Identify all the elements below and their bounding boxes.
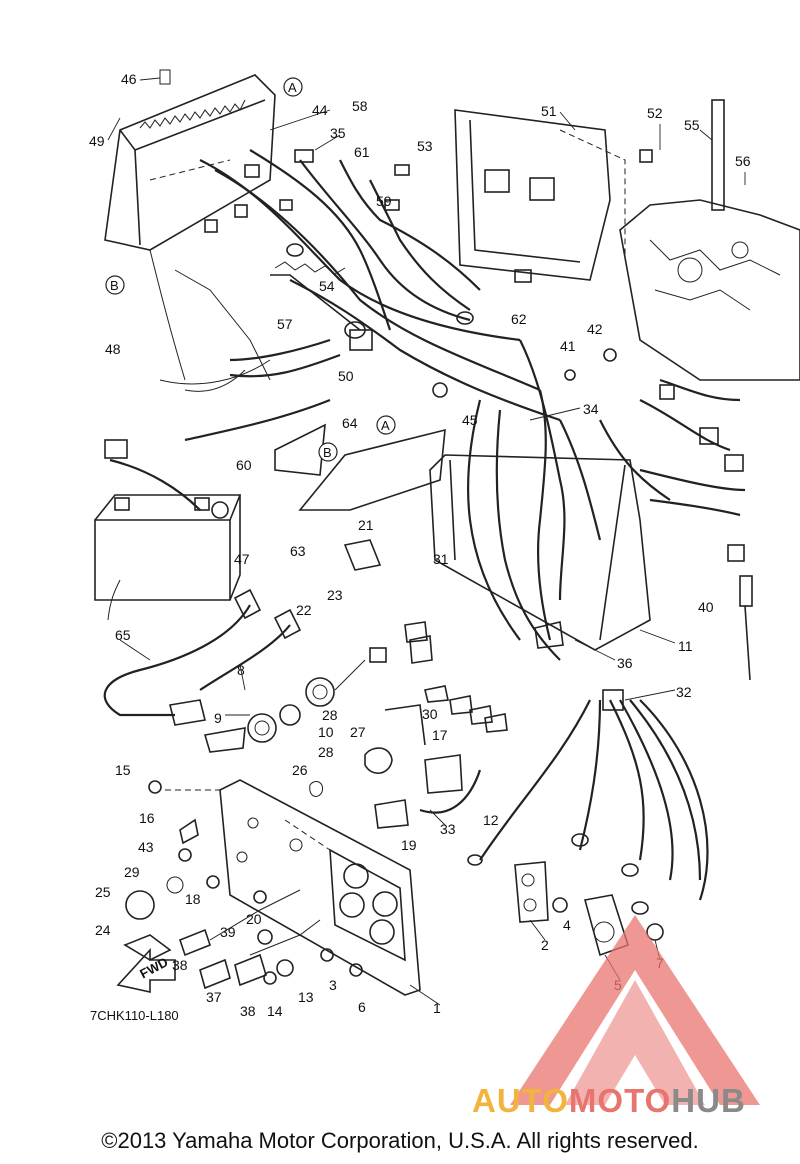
callout-22: 22 (296, 602, 312, 618)
callout-6: 6 (358, 999, 366, 1015)
callout-43: 43 (138, 839, 154, 855)
callout-21: 21 (358, 517, 374, 533)
switch-group (203, 647, 387, 753)
callout-35: 35 (330, 125, 346, 141)
callout-19: 19 (401, 837, 417, 853)
front-panel-1 (165, 779, 421, 996)
callout-4: 4 (563, 917, 571, 933)
callout-41: 41 (560, 338, 576, 354)
automotohub-wordmark: AUTOMOTOHUB (472, 1082, 746, 1120)
ref-marker-b-left: B (110, 278, 119, 293)
callout-30: 30 (422, 706, 438, 722)
callout-1: 1 (433, 1000, 441, 1016)
callout-10: 10 (318, 724, 334, 740)
callout-65: 65 (115, 627, 131, 643)
callout-50: 50 (338, 368, 354, 384)
callout-48: 48 (105, 341, 121, 357)
callout-63: 63 (290, 543, 306, 559)
callout-28-a: 28 (322, 707, 338, 723)
main-harness-center (429, 339, 753, 681)
callout-12: 12 (483, 812, 499, 828)
logo-part-moto: MOTO (568, 1082, 672, 1119)
callout-56: 56 (735, 153, 751, 169)
callout-29: 29 (124, 864, 140, 880)
logo-part-auto: AUTO (472, 1082, 569, 1119)
callout-24: 24 (95, 922, 111, 938)
callout-51: 51 (541, 103, 557, 119)
engine-block (619, 99, 800, 381)
callout-14: 14 (267, 1003, 283, 1019)
callout-64: 64 (342, 415, 358, 431)
callout-23: 23 (327, 587, 343, 603)
callout-11: 11 (678, 638, 693, 654)
callout-57: 57 (277, 316, 293, 332)
callout-40: 40 (698, 599, 714, 615)
diagram-code: 7CHK110-L180 (90, 1008, 179, 1023)
callout-38-a: 38 (172, 957, 188, 973)
callout-62: 62 (511, 311, 527, 327)
lower-left-controls (123, 780, 363, 990)
callout-31: 31 (433, 551, 449, 567)
module-bracket-51 (454, 109, 653, 281)
upper-harness (199, 149, 561, 422)
callout-38-b: 38 (240, 1003, 256, 1019)
body-panel (149, 249, 271, 392)
callout-18: 18 (185, 891, 201, 907)
callout-55: 55 (684, 117, 700, 133)
fwd-arrow: FWD (116, 947, 176, 993)
callout-32: 32 (676, 684, 692, 700)
callout-36: 36 (617, 655, 633, 671)
callout-26: 26 (292, 762, 308, 778)
callout-33: 33 (440, 821, 456, 837)
callout-13: 13 (298, 989, 314, 1005)
callout-labels: 1 2 3 4 5 6 7 8 9 10 11 12 13 14 15 16 1… (89, 71, 751, 1019)
harness-ties (211, 243, 617, 519)
callout-15: 15 (115, 762, 131, 778)
callout-54: 54 (319, 278, 335, 294)
callout-37: 37 (206, 989, 222, 1005)
battery (94, 398, 331, 621)
callout-28-b: 28 (318, 744, 334, 760)
power-cable-65 (103, 588, 302, 726)
leader-lines (107, 77, 746, 1006)
callout-20: 20 (246, 911, 262, 927)
callout-27: 27 (350, 724, 366, 740)
callout-16: 16 (139, 810, 155, 826)
callout-9: 9 (214, 710, 222, 726)
automotohub-logo (510, 915, 760, 1105)
callout-60: 60 (236, 457, 252, 473)
control-box-44 (104, 69, 276, 251)
small-parts-middle (309, 621, 564, 829)
reference-markers: A B A B (105, 77, 396, 462)
callout-25: 25 (95, 884, 111, 900)
callout-42: 42 (587, 321, 603, 337)
callout-45: 45 (462, 412, 478, 428)
callout-39: 39 (220, 924, 236, 940)
logo-part-hub: HUB (671, 1082, 746, 1119)
callout-59: 59 (376, 193, 392, 209)
callout-34: 34 (583, 401, 599, 417)
callout-47: 47 (234, 551, 250, 567)
ref-marker-a-top: A (288, 80, 297, 95)
callout-17: 17 (432, 727, 448, 743)
callout-3: 3 (329, 977, 337, 993)
callout-52: 52 (647, 105, 663, 121)
callout-44: 44 (312, 102, 328, 118)
ref-marker-b-mid: B (323, 445, 332, 460)
callout-53: 53 (417, 138, 433, 154)
callout-61: 61 (354, 144, 370, 160)
callout-58: 58 (352, 98, 368, 114)
panels-63-64 (274, 423, 446, 571)
copyright-notice: ©2013 Yamaha Motor Corporation, U.S.A. A… (101, 1128, 699, 1153)
callout-2: 2 (541, 937, 549, 953)
callout-46: 46 (121, 71, 137, 87)
ref-marker-a-mid: A (381, 418, 390, 433)
callout-49: 49 (89, 133, 105, 149)
